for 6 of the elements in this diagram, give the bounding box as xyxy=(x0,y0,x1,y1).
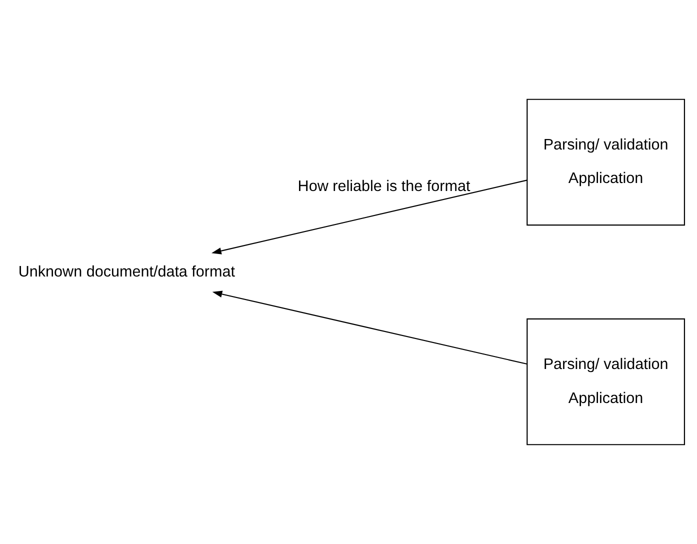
arrow xyxy=(212,290,528,365)
node-text: Unknown document/data format xyxy=(18,264,236,281)
node-box: Parsing/ validation Application xyxy=(526,98,686,226)
node-box: Parsing/ validation Application xyxy=(526,318,686,446)
arrow xyxy=(212,180,528,254)
edge-label: How reliable is the format xyxy=(298,178,470,195)
